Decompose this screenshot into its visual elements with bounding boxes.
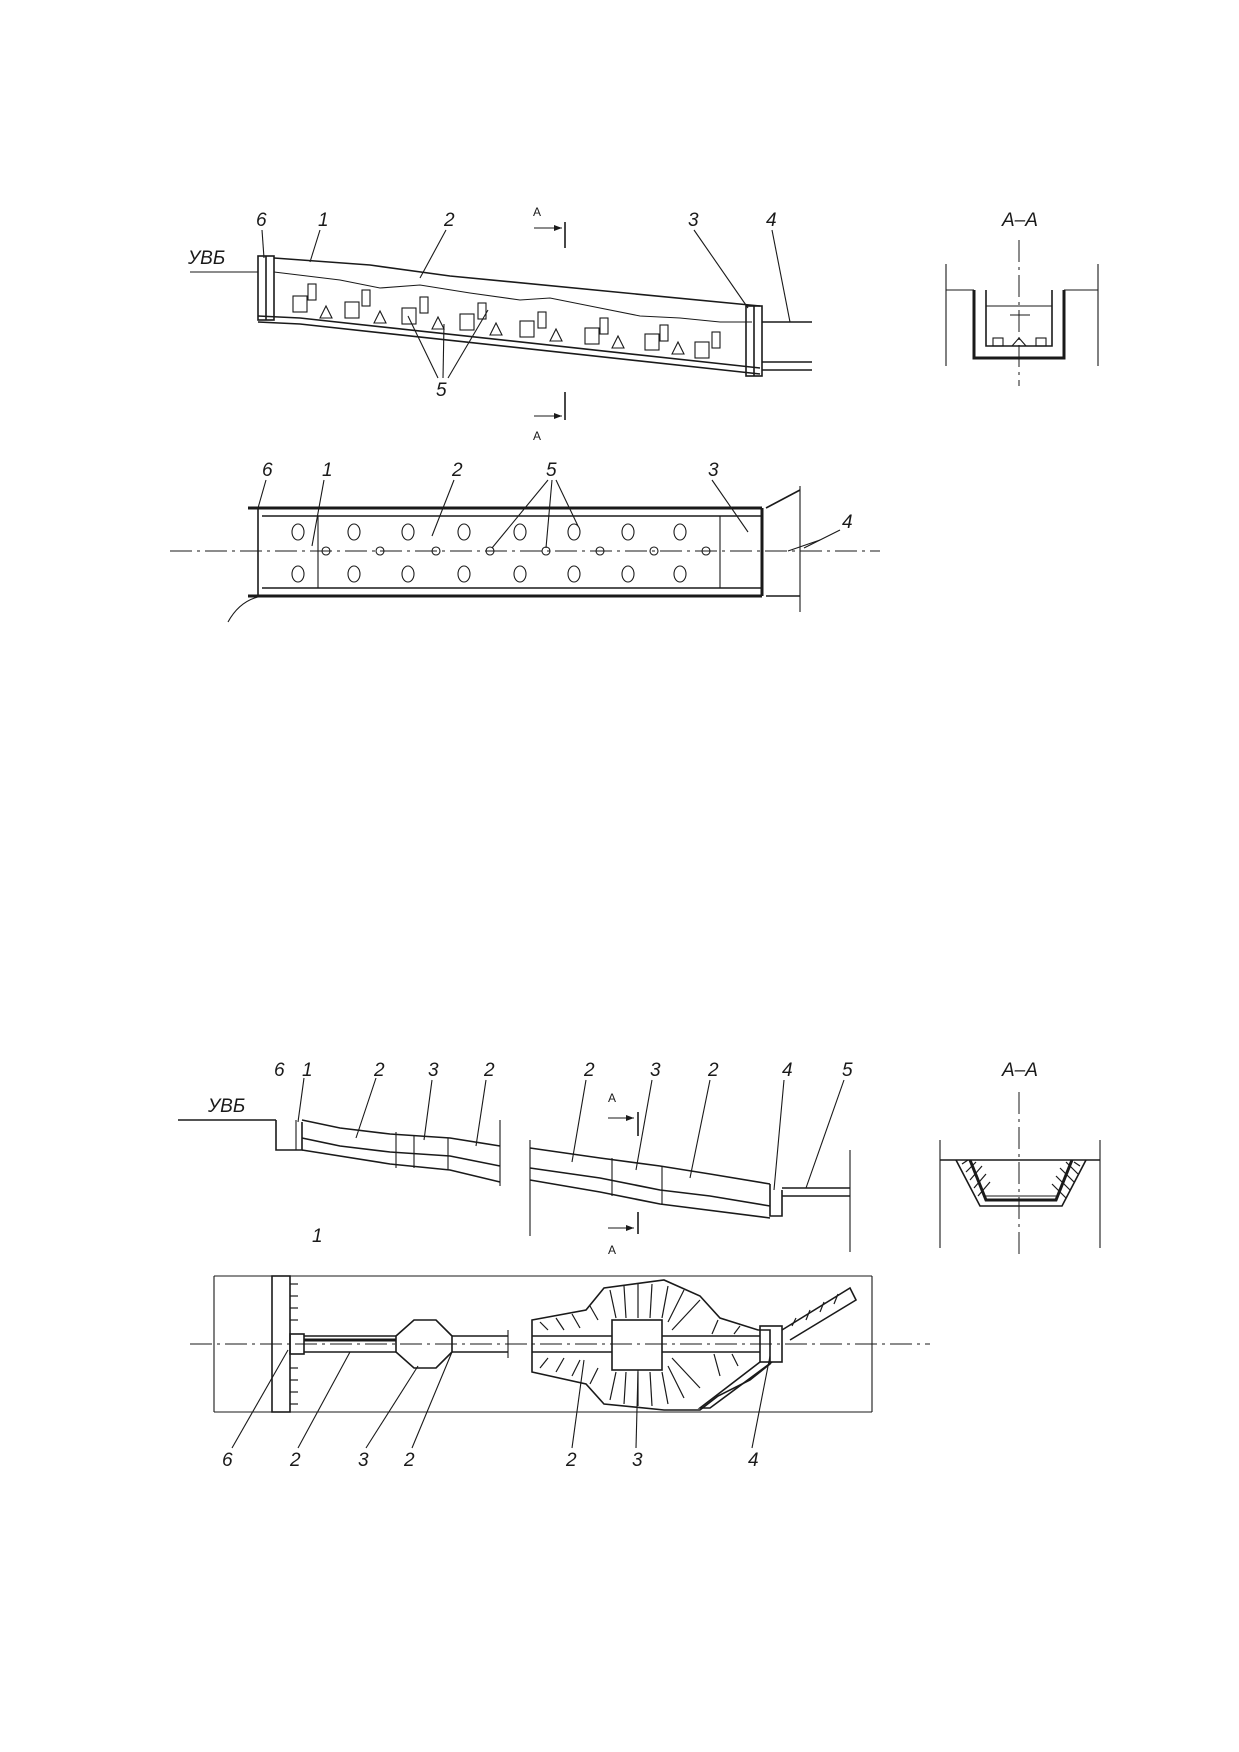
callout-2: 2 xyxy=(707,1060,719,1081)
section-letter: А xyxy=(608,1091,616,1105)
callout-3: 3 xyxy=(708,460,719,481)
water-level-label: УВБ xyxy=(207,1096,245,1117)
callout-4: 4 xyxy=(842,512,853,533)
section-title: А–А xyxy=(1001,1060,1038,1081)
channel-top-wall xyxy=(273,257,761,307)
bottom-profile-right: А А 2 3 2 4 5 xyxy=(529,1060,853,1257)
plan-mark: 1 xyxy=(312,1226,323,1247)
callout-1: 1 xyxy=(322,460,333,481)
section-mark-a-bottom: А xyxy=(533,392,566,443)
channel-bottom xyxy=(257,315,761,369)
callout-6: 6 xyxy=(262,460,273,481)
inlet-head xyxy=(275,1120,303,1151)
section-letter: А xyxy=(608,1243,616,1257)
bottom-section-a-a: А–А xyxy=(939,1060,1101,1256)
top-plan-view: 6 1 2 5 3 4 xyxy=(170,460,880,623)
basin-chamber xyxy=(611,1319,663,1371)
callout-3: 3 xyxy=(688,210,699,231)
callout-3: 3 xyxy=(428,1060,439,1081)
callout-2: 2 xyxy=(583,1060,595,1081)
callout-4: 4 xyxy=(766,210,777,231)
callout-2: 2 xyxy=(403,1450,415,1471)
callout-2: 2 xyxy=(373,1060,385,1081)
bottom-profile-left: УВБ 6 1 2 3 2 xyxy=(178,1060,501,1186)
plan-roughness-elements xyxy=(291,523,711,583)
callout-5: 5 xyxy=(436,380,447,401)
channel-section xyxy=(972,290,1066,360)
callout-6: 6 xyxy=(274,1060,285,1081)
callout-2: 2 xyxy=(483,1060,495,1081)
callout-4: 4 xyxy=(782,1060,793,1081)
top-section-a-a: А–А xyxy=(945,210,1099,386)
callout-3: 3 xyxy=(632,1450,643,1471)
top-profile-view: А А УВБ 6 1 2 3 4 5 xyxy=(187,205,812,443)
callout-6: 6 xyxy=(256,210,267,231)
callout-2: 2 xyxy=(289,1450,301,1471)
riprap-hatching xyxy=(539,1283,839,1407)
callout-6: 6 xyxy=(222,1450,233,1471)
callout-1: 1 xyxy=(302,1060,313,1081)
riprap-hatching xyxy=(961,1159,1081,1199)
callout-4: 4 xyxy=(748,1450,759,1471)
callout-1: 1 xyxy=(318,210,329,231)
water-level-label: УВБ xyxy=(187,248,225,269)
callout-2: 2 xyxy=(451,460,463,481)
callout-3: 3 xyxy=(358,1450,369,1471)
roughness-elements xyxy=(292,283,721,359)
section-mark-a-top: А xyxy=(533,205,566,248)
callout-2: 2 xyxy=(565,1450,577,1471)
section-title: А–А xyxy=(1001,210,1038,231)
section-letter: А xyxy=(533,205,541,219)
section-letter: А xyxy=(533,429,541,443)
callout-3: 3 xyxy=(650,1060,661,1081)
trapezoidal-channel xyxy=(968,1159,1074,1202)
callout-2: 2 xyxy=(443,210,455,231)
bottom-plan-view: 1 xyxy=(190,1226,930,1471)
callout-5: 5 xyxy=(842,1060,853,1081)
callout-5: 5 xyxy=(546,460,557,481)
water-surface xyxy=(273,271,752,323)
